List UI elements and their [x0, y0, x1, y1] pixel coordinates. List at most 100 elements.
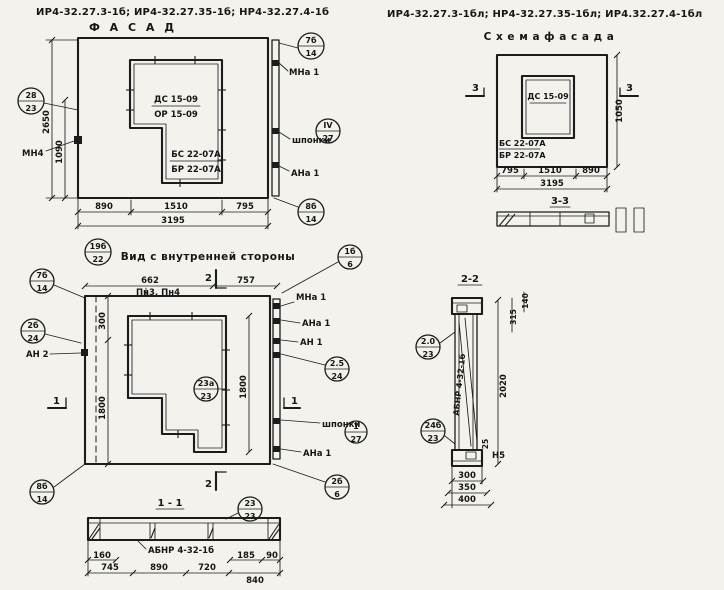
section11-dim: 720 [198, 563, 216, 573]
facade-scheme: С х е м а ф а с а д а ДС 15-09 БС 22-07А… [464, 31, 645, 233]
scheme-title: С х е м а ф а с а д а [484, 31, 615, 43]
callout-bottom-text: 6 [334, 490, 340, 499]
view-strip-anchors [273, 303, 280, 452]
section22-dim-315: 315 [509, 309, 518, 325]
section22-dim-140: 140 [521, 293, 530, 309]
marker-3-text: 3 [626, 83, 633, 94]
callout-top-text: 23 [244, 499, 255, 508]
section22-dim-25: 25 [481, 439, 490, 449]
scheme-dim: 1510 [538, 166, 562, 176]
callout-facade-shponki: IV 27 [315, 118, 341, 144]
facade-label-mn4: МН4 [22, 149, 44, 159]
section22-bottom-cap [450, 448, 484, 468]
scheme-panel [495, 53, 609, 169]
callout-top-text: 1 [353, 422, 359, 431]
callout-top-text: 28 [25, 91, 37, 100]
view-title: Вид с внутренней стороны [121, 251, 296, 263]
callout-section22-top: 2.0 23 [415, 334, 441, 360]
facade-label-mna1: МНа 1 [289, 68, 319, 78]
section22-top-cap [450, 296, 484, 316]
callout-bottom-text: 24 [27, 334, 39, 343]
callout-section11: 23 23 [237, 496, 263, 522]
view-marker-2-bottom: 2 [205, 470, 227, 492]
callout-top-text: 23а [198, 379, 215, 388]
callout-bottom-text: 14 [305, 215, 317, 224]
section-1-1-title: 1 - 1 [157, 498, 182, 509]
section-3-3-title: 3-3 [551, 196, 569, 207]
facade-label-shponki: шпонки [292, 136, 330, 146]
view-dim-top: 757 [237, 276, 255, 286]
facade-dim: 1510 [164, 202, 188, 212]
view-marker-1-left: 1 [46, 396, 68, 410]
scheme-beam-mark-bottom: БР 22-07А [499, 151, 546, 160]
callout-top-text: 2.0 [421, 337, 436, 346]
section-3-3-body [496, 211, 610, 227]
callout-view-left: 2б 24 [20, 318, 46, 344]
callout-top-text: 8б [305, 201, 317, 211]
section22-dim: 350 [458, 483, 476, 493]
scheme-dim: 795 [501, 166, 519, 176]
view-label-pn: Пн3, Пн4 [136, 288, 180, 298]
scheme-beam-mark-top: БС 22-07А [499, 139, 546, 148]
callout-view-shponki: 1 27 [344, 420, 368, 444]
facade-edge-strip [271, 39, 280, 197]
callout-top-text: IV [323, 121, 333, 130]
view-label-mna1: МНа 1 [296, 293, 326, 303]
section11-dims-small: 160 185 90 [84, 551, 284, 564]
view-edge-strip [272, 298, 281, 460]
callout-bottom-text: 23 [244, 512, 255, 521]
callout-bottom-text: 22 [92, 255, 103, 264]
facade-dim: 890 [95, 202, 113, 212]
callout-top-text: 24б [425, 420, 442, 430]
marker-3-text: 3 [472, 83, 479, 94]
section-3-3: 3-3 [496, 196, 645, 233]
callout-view-top-right: 1б 6 [337, 244, 363, 270]
callout-view-inner: 23а 23 [193, 376, 219, 402]
callout-view-right: 2.5 24 [324, 356, 350, 382]
marker-2-text: 2 [205, 273, 212, 284]
callout-bottom-text: 27 [350, 435, 361, 444]
callout-view-top-left: 7б 14 [29, 268, 55, 294]
scheme-opening-outer [520, 74, 576, 140]
section-1-1: 1 - 1 23 23 АБНР 4-32-1б 160 [84, 496, 284, 586]
callout-top-text: 2б [331, 476, 343, 486]
facade-dims-bottom: 890 1510 795 3195 [74, 197, 272, 230]
callout-view-bottom-left: 8б 14 [29, 479, 55, 505]
view-opening-ticks [124, 312, 230, 438]
facade-opening-inner [133, 63, 219, 180]
facade-beam-mark-bottom: БР 22-07А [171, 165, 221, 175]
header: ИР4-32.27.3-1б; ИР4-32.27.35-1б; НР4-32.… [36, 6, 702, 20]
scheme-opening-mark: ДС 15-09 [527, 92, 569, 101]
callout-top-text: 19б [90, 241, 107, 251]
section11-dim: 840 [246, 576, 264, 586]
anchor-mark [272, 162, 279, 168]
view-dim-top: 662 [141, 276, 159, 286]
callout-section22-bottom: 24б 23 [420, 418, 446, 444]
callout-bottom-text: 23 [25, 104, 36, 113]
scheme-marker-right: 3 [618, 83, 640, 98]
section11-dim: 90 [266, 551, 278, 561]
callout-top-text: 8б [36, 481, 48, 491]
slab-hatch [88, 523, 281, 540]
callout-bottom-text: 23 [200, 392, 211, 401]
facade-beam-mark-top: БС 22-07А [171, 150, 221, 160]
view-opening-outer [126, 314, 228, 454]
inner-side-view: 19б 22 Вид с внутренней стороны 1б 6 662… [20, 238, 368, 505]
slab-outline [86, 516, 282, 542]
callout-bottom-text: 14 [305, 49, 317, 58]
callout-facade-left: 28 23 [17, 87, 45, 115]
mn4-anchor-plate [74, 136, 82, 144]
callout-bottom-text: 24 [331, 372, 343, 381]
marker-1-text: 1 [291, 396, 298, 407]
callout-bottom-text: 23 [422, 350, 433, 359]
facade-dims-left: 2650 1090 [42, 36, 79, 202]
section-2-2: 2-2 АБНР 4-32-1б 2020 315 140 2.0 23 [415, 274, 530, 509]
view-marker-1-right: 1 [282, 396, 302, 410]
callout-view-title: 19б 22 [84, 238, 112, 266]
view-label-ana1-top: АНа 1 [302, 319, 330, 329]
view-dims-vertical: 300 1800 1800 [98, 292, 253, 468]
facade-opening-mark-top: ДС 15-09 [154, 95, 198, 105]
view-dim-300: 300 [98, 312, 108, 330]
section11-dim: 185 [237, 551, 255, 561]
